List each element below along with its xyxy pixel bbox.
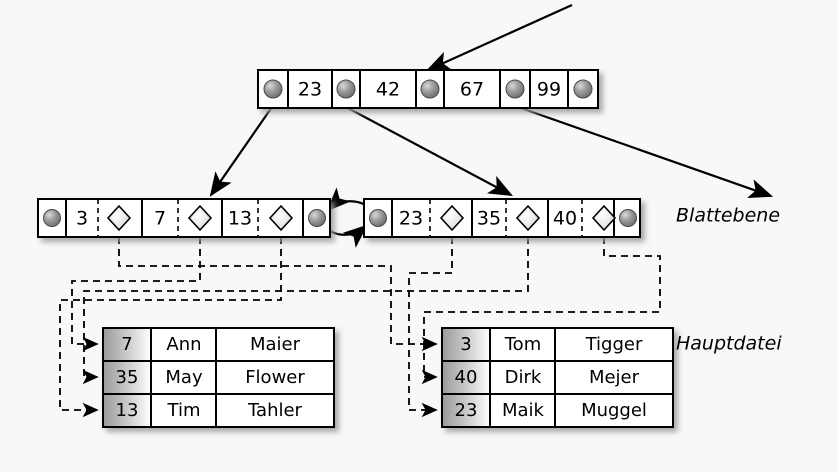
table-left-r1-last: Flower — [245, 367, 305, 388]
table-left-r0-last: Maier — [250, 334, 301, 355]
root-pointer-1[interactable] — [336, 79, 356, 99]
root-key-3: 99 — [537, 79, 561, 101]
tree-edges — [209, 3, 774, 199]
leaf-right-record-diamond-0[interactable] — [439, 204, 465, 232]
leaf-left-key-2: 13 — [228, 208, 252, 230]
table-right-r2-key: 23 — [455, 400, 478, 421]
table-left-r1-first: May — [165, 367, 203, 388]
label-hauptdatei: Hauptdatei — [676, 333, 782, 355]
table-left-key-col — [102, 327, 152, 428]
table-row[interactable]: 3 Tom Tigger — [460, 334, 643, 355]
leaf-right-record-diamond-1[interactable] — [515, 204, 541, 232]
arrow-into-root — [425, 3, 573, 72]
leaf-right-key-0: 23 — [399, 208, 423, 230]
leaf-left-next-pointer[interactable] — [308, 209, 326, 227]
root-pointer-3[interactable] — [505, 79, 525, 99]
table-right-r1-first: Dirk — [505, 367, 542, 388]
table-right-r2-last: Muggel — [581, 400, 647, 421]
leaf-right-next-pointer[interactable] — [619, 209, 637, 227]
root-key-2: 67 — [460, 79, 484, 101]
root-index-node[interactable]: 23 42 67 99 — [257, 69, 599, 109]
table-left-r2-first: Tim — [167, 400, 201, 421]
leaf-left-record-diamond-0[interactable] — [106, 204, 132, 232]
dashed-link-40 — [421, 237, 661, 385]
table-left-r2-key: 13 — [116, 400, 139, 421]
root-key-1: 42 — [376, 79, 400, 101]
dashed-link-35 — [82, 237, 529, 385]
leaf-right-key-2: 40 — [553, 208, 577, 230]
table-right-r0-key: 3 — [460, 334, 471, 355]
arrow-root-to-margin — [517, 105, 774, 199]
leaf-right-record-diamond-2[interactable] — [591, 204, 617, 232]
root-pointer-4[interactable] — [573, 79, 593, 99]
table-right-r1-last: Mejer — [589, 367, 640, 388]
table-right-key-col — [441, 327, 491, 428]
dashed-link-7 — [71, 237, 201, 352]
leaf-right-prev-pointer[interactable] — [369, 209, 387, 227]
table-left-r1-key: 35 — [116, 367, 139, 388]
record-pointer-links — [59, 237, 661, 418]
dashed-link-23 — [408, 237, 453, 418]
leaf-node-right[interactable]: 23 35 40 — [363, 198, 641, 238]
table-right-r0-last: Tigger — [585, 334, 643, 355]
table-left-r2-last: Tahler — [247, 400, 303, 421]
arrow-root-to-left-leaf — [209, 106, 273, 197]
root-pointer-2[interactable] — [420, 79, 440, 99]
dashed-link-3 — [118, 237, 438, 352]
table-right-r1-key: 40 — [455, 367, 478, 388]
table-row[interactable]: 13 Tim Tahler — [116, 400, 303, 421]
table-row[interactable]: 7 Ann Maier — [121, 334, 300, 355]
table-left-r0-key: 7 — [121, 334, 132, 355]
main-file-table-left[interactable]: 7 Ann Maier 35 May Flower 13 Tim Tahler — [102, 327, 335, 428]
dashed-link-13 — [59, 237, 282, 418]
table-row[interactable]: 35 May Flower — [116, 367, 306, 388]
table-right-r0-first: Tom — [504, 334, 541, 355]
label-blattebene: Blattebene — [676, 205, 780, 227]
arrow-root-to-right-leaf — [345, 106, 513, 197]
table-right-r2-first: Maik — [502, 400, 545, 421]
leaf-left-key-1: 7 — [154, 208, 166, 230]
leaf-left-key-0: 3 — [76, 208, 88, 230]
leaf-node-left[interactable]: 3 7 13 — [37, 198, 331, 238]
main-file-table-right[interactable]: 3 Tom Tigger 40 Dirk Mejer 23 Maik Mugge… — [441, 327, 674, 428]
leaf-left-record-diamond-1[interactable] — [187, 204, 213, 232]
leaf-left-record-diamond-2[interactable] — [268, 204, 294, 232]
table-row[interactable]: 40 Dirk Mejer — [455, 367, 640, 388]
table-left-r0-first: Ann — [166, 334, 201, 355]
table-row[interactable]: 23 Maik Muggel — [455, 400, 647, 421]
root-pointer-0[interactable] — [263, 79, 283, 99]
leaf-left-prev-pointer[interactable] — [43, 209, 61, 227]
root-key-0: 23 — [298, 79, 322, 101]
leaf-right-key-1: 35 — [477, 208, 501, 230]
